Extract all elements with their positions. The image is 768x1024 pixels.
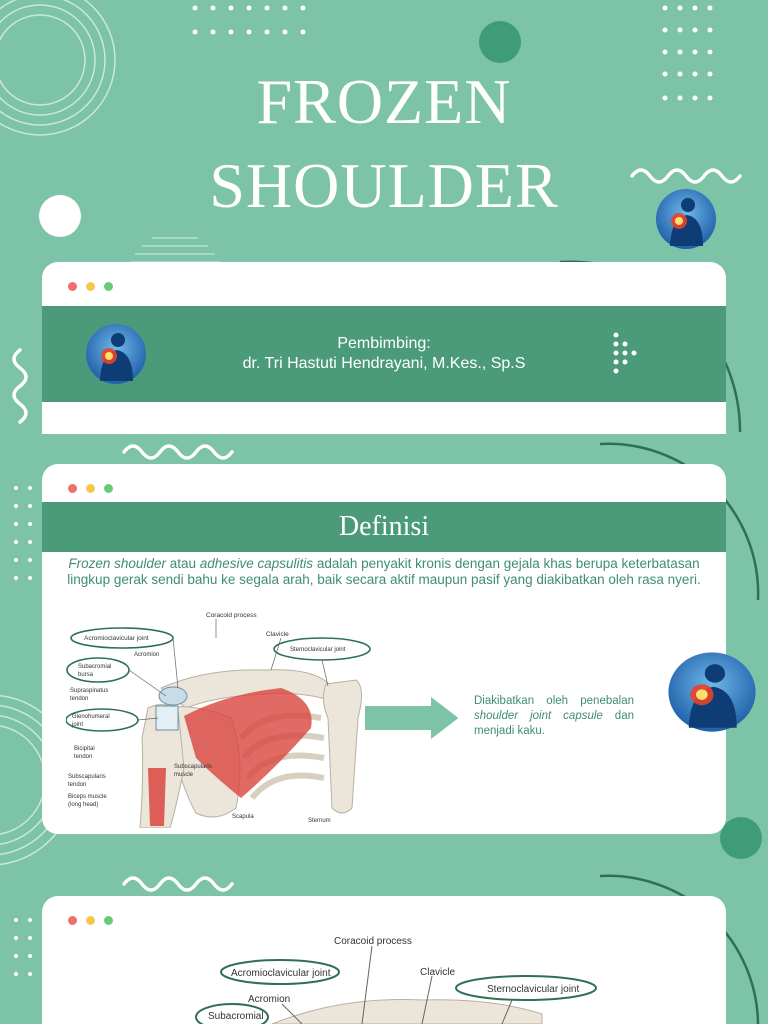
- label-glenohumeral-2: joint: [71, 722, 83, 728]
- dot-yellow: [86, 282, 95, 291]
- anatomy-card: Coracoid process Acromioclavicular joint…: [42, 896, 726, 1024]
- dot-green: [104, 916, 113, 925]
- label-clavicle: Clavicle: [266, 631, 289, 638]
- label-scapula: Scapula: [232, 814, 254, 820]
- label-subscapularis-m1: Subscapularis: [174, 764, 212, 770]
- definisi-heading: Definisi: [338, 511, 430, 542]
- capsule-note: Diakibatkan oleh penebalan shoulder join…: [474, 695, 634, 737]
- label-acromioclavicular: Acromioclavicular joint: [231, 968, 331, 979]
- label-coracoid: Coracoid process: [206, 612, 257, 619]
- play-arrow-icon[interactable]: [612, 331, 642, 377]
- window-dots: [68, 282, 113, 291]
- label-biceps-1: Biceps muscle: [68, 794, 107, 800]
- pembimbing-text: Pembimbing: dr. Tri Hastuti Hendrayani, …: [42, 334, 726, 374]
- page-title: FROZEN SHOULDER: [209, 66, 559, 221]
- label-subscapularis-t2: tendon: [68, 782, 86, 788]
- label-bicipital-1: Bicipital: [74, 746, 95, 752]
- label-glenohumeral-1: Glenohumeral: [72, 714, 110, 720]
- label-clavicle: Clavicle: [420, 967, 455, 978]
- shoulder-pain-icon: [656, 189, 716, 249]
- dot-yellow: [86, 484, 95, 493]
- label-acromioclavicular: Acromioclavicular joint: [84, 635, 149, 642]
- label-coracoid: Coracoid process: [334, 936, 412, 947]
- window-dots: [68, 916, 113, 925]
- label-supraspinatus-2: tendon: [70, 696, 88, 702]
- label-sternum: Sternum: [308, 818, 331, 824]
- label-acromion: Acromion: [134, 652, 159, 658]
- label-acromion: Acromion: [248, 994, 290, 1005]
- term-adhesive-capsulitis: adhesive capsulitis: [199, 556, 314, 571]
- label-subacromial-1: Subacromial: [208, 1011, 264, 1022]
- window-dots: [68, 484, 113, 493]
- pembimbing-card: Pembimbing: dr. Tri Hastuti Hendrayani, …: [42, 262, 726, 434]
- label-subscapularis-t1: Subscapularis: [68, 774, 106, 780]
- definisi-card: Definisi Frozen shoulder atau adhesive c…: [42, 464, 726, 834]
- label-sternoclavicular: Sternoclavicular joint: [290, 647, 346, 653]
- dot-green: [104, 484, 113, 493]
- label-subacromial-2: bursa: [78, 672, 94, 678]
- shoulder-anatomy-diagram-large: Coracoid process Acromioclavicular joint…: [195, 936, 597, 1024]
- pembimbing-banner: Pembimbing: dr. Tri Hastuti Hendrayani, …: [42, 306, 726, 402]
- label-bicipital-2: tendon: [74, 754, 92, 760]
- label-biceps-2: (long head): [68, 802, 98, 808]
- dot-red: [68, 916, 77, 925]
- label-subscapularis-m2: muscle: [174, 772, 194, 778]
- definisi-banner: Definisi: [42, 502, 726, 552]
- dot-red: [68, 484, 77, 493]
- shoulder-pain-icon: [668, 652, 756, 732]
- arrow-right-icon: [363, 694, 462, 744]
- dot-green: [104, 282, 113, 291]
- label-sternoclavicular: Sternoclavicular joint: [487, 984, 579, 995]
- term-shoulder-joint-capsule: shoulder joint capsule: [474, 710, 603, 722]
- shoulder-pain-icon: [86, 324, 146, 384]
- label-subacromial-1: Subacromial: [78, 664, 111, 670]
- label-supraspinatus-1: Supraspinatus: [70, 688, 108, 694]
- shoulder-anatomy-diagram: Coracoid process Acromioclavicular joint…: [66, 612, 371, 828]
- definisi-text: Frozen shoulder atau adhesive capsulitis…: [67, 556, 701, 587]
- pembimbing-label: Pembimbing:: [337, 335, 431, 352]
- dot-red: [68, 282, 77, 291]
- dot-yellow: [86, 916, 95, 925]
- pembimbing-name: dr. Tri Hastuti Hendrayani, M.Kes., Sp.S: [242, 355, 526, 372]
- term-frozen-shoulder: Frozen shoulder: [68, 556, 166, 571]
